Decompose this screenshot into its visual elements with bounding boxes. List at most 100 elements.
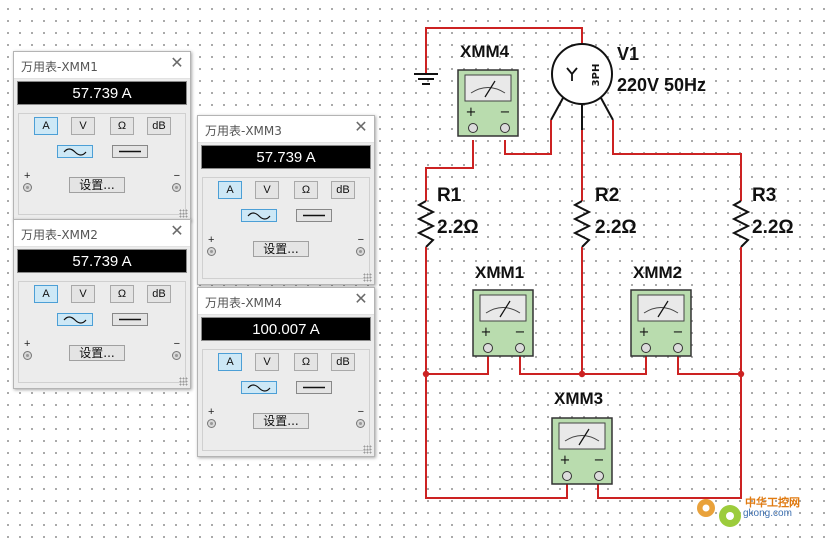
resize-grip-icon[interactable] <box>179 377 188 386</box>
source-symbol <box>551 43 613 105</box>
window-titlebar[interactable]: 万用表-XMM2✕ <box>14 220 190 247</box>
meter-xmm1-scale <box>485 307 521 314</box>
mode-button-3[interactable]: dB <box>147 117 171 135</box>
ac-mode-button[interactable] <box>57 145 93 158</box>
plus-terminal-icon[interactable] <box>207 419 216 428</box>
minus-terminal-icon[interactable] <box>172 351 181 360</box>
close-icon[interactable]: ✕ <box>354 291 368 308</box>
ac-mode-button[interactable] <box>241 381 277 394</box>
minus-terminal-label: − <box>357 406 364 418</box>
source-lead <box>600 97 614 121</box>
resize-grip-icon[interactable] <box>179 209 188 218</box>
control-panel <box>18 281 186 383</box>
meter-xmm4-plus-terminal <box>468 123 478 133</box>
dc-mode-button[interactable] <box>296 381 332 394</box>
meter-xmm3-minus-terminal <box>594 471 604 481</box>
sine-wave-icon <box>247 212 271 220</box>
mode-button-2[interactable]: Ω <box>110 117 134 135</box>
r3-name-label: R3 <box>752 185 776 206</box>
resistor-r3 <box>731 200 751 248</box>
sine-wave-icon <box>247 384 271 392</box>
junction-dot <box>578 370 586 378</box>
mode-button-1[interactable]: V <box>71 285 95 303</box>
resistor-r2 <box>572 200 592 248</box>
r1-name-label: R1 <box>437 185 462 206</box>
source-value-label: 220V 50Hz <box>617 75 706 95</box>
dc-line-icon <box>303 214 325 217</box>
minus-terminal-icon[interactable] <box>356 419 365 428</box>
ac-mode-button[interactable] <box>241 209 277 222</box>
mode-button-0[interactable]: A <box>34 117 58 135</box>
mode-button-2[interactable]: Ω <box>294 181 318 199</box>
plus-terminal-icon[interactable] <box>23 183 32 192</box>
plus-terminal-icon[interactable] <box>207 247 216 256</box>
mode-button-0[interactable]: A <box>34 285 58 303</box>
source-lead <box>550 97 564 121</box>
ground-wire <box>425 27 583 74</box>
settings-button[interactable]: 设置... <box>69 345 125 361</box>
window-titlebar[interactable]: 万用表-XMM1✕ <box>14 52 190 79</box>
mode-button-3[interactable]: dB <box>331 181 355 199</box>
dc-mode-button[interactable] <box>112 313 148 326</box>
resize-grip-icon[interactable] <box>363 273 372 282</box>
meter-xmm2-needle <box>657 300 669 318</box>
meter-xmm1-plus-terminal <box>483 343 493 353</box>
r3-value-label: 2.2Ω <box>752 217 794 238</box>
mode-button-1[interactable]: V <box>255 181 279 199</box>
junction-dot <box>422 370 430 378</box>
mode-button-1[interactable]: V <box>71 117 95 135</box>
gear-icon <box>726 512 734 520</box>
watermark-text: 中华工控网 <box>745 497 800 509</box>
settings-button[interactable]: 设置... <box>253 241 309 257</box>
plus-terminal-label: + <box>24 338 31 350</box>
dc-mode-button[interactable] <box>112 145 148 158</box>
wire-to-r3 <box>612 120 742 201</box>
plus-terminal-icon[interactable] <box>23 351 32 360</box>
meter-xmm3-plus-terminal <box>562 471 572 481</box>
mode-button-0[interactable]: A <box>218 181 242 199</box>
close-icon[interactable]: ✕ <box>354 119 368 136</box>
r2-value-label: 2.2Ω <box>595 217 637 238</box>
xmm2-label: XMM2 <box>633 263 682 282</box>
reading-display: 57.739 A <box>17 81 187 105</box>
mode-button-2[interactable]: Ω <box>294 353 318 371</box>
r2-name-label: R2 <box>595 185 619 206</box>
ac-mode-button[interactable] <box>57 313 93 326</box>
settings-button[interactable]: 设置... <box>253 413 309 429</box>
meter-xmm2-minus-terminal <box>673 343 683 353</box>
close-icon[interactable]: ✕ <box>170 223 184 240</box>
meter-xmm4-needle <box>484 80 496 98</box>
source-phase-label: 3PH <box>591 64 602 87</box>
minus-terminal-icon[interactable] <box>172 183 181 192</box>
window-title: 万用表-XMM4 <box>205 296 282 310</box>
close-icon[interactable]: ✕ <box>170 55 184 72</box>
mode-button-0[interactable]: A <box>218 353 242 371</box>
meter-xmm1-plus-label: + <box>481 325 492 340</box>
reading-display: 57.739 A <box>201 145 371 169</box>
mode-button-3[interactable]: dB <box>331 353 355 371</box>
minus-terminal-icon[interactable] <box>356 247 365 256</box>
wire-r3-return <box>597 247 742 499</box>
plus-terminal-label: + <box>24 170 31 182</box>
resize-grip-icon[interactable] <box>363 445 372 454</box>
meter-xmm2-scale <box>643 307 679 314</box>
meter-xmm2-minus-label: − <box>673 325 684 340</box>
mode-button-1[interactable]: V <box>255 353 279 371</box>
sine-wave-icon <box>63 316 87 324</box>
window-titlebar[interactable]: 万用表-XMM4 ✕ <box>198 288 374 315</box>
settings-button[interactable]: 设置... <box>69 177 125 193</box>
sine-wave-icon <box>63 148 87 156</box>
window-titlebar[interactable]: 万用表-XMM3✕ <box>198 116 374 143</box>
dc-mode-button[interactable] <box>296 209 332 222</box>
mode-button-2[interactable]: Ω <box>110 285 134 303</box>
wye-icon <box>566 67 578 81</box>
wire-r1-return <box>425 247 568 499</box>
source-name-label: V1 <box>617 44 639 64</box>
mode-button-3[interactable]: dB <box>147 285 171 303</box>
control-panel <box>202 177 370 279</box>
meter-xmm3-needle <box>578 428 590 446</box>
